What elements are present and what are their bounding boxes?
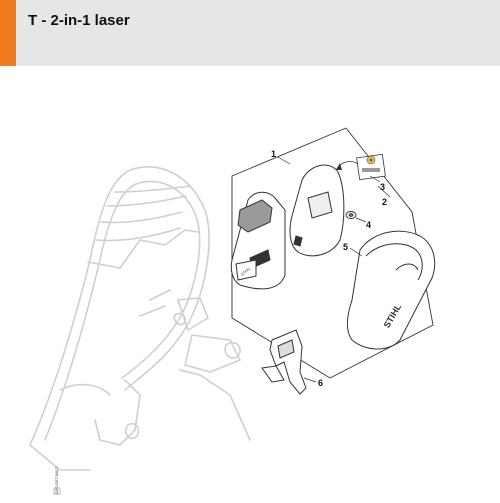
- callout-6: 6: [318, 378, 323, 388]
- laser-side-shell: [289, 164, 345, 257]
- reference-code: 1160-GET-8817: [54, 466, 59, 495]
- laser-label-sticker: [335, 153, 386, 181]
- reference-mark-box: [53, 487, 61, 495]
- exploded-parts-diagram: STIHL STIHL: [29, 127, 436, 495]
- screw: [345, 211, 357, 219]
- callout-3: 3: [380, 182, 385, 192]
- callout-1: 1: [271, 149, 276, 159]
- laser-bracket: [261, 329, 307, 395]
- callout-4: 4: [366, 220, 371, 230]
- kit-outline-box: [231, 127, 434, 379]
- housing-brand-mark: STIHL: [240, 265, 252, 277]
- front-handle-drawing: [29, 166, 251, 471]
- callout-leader-lines: [277, 156, 391, 383]
- page-header: T - 2-in-1 laser: [0, 0, 500, 66]
- laser-cover: STIHL: [347, 230, 436, 350]
- laser-housing-with-switch: STIHL: [230, 191, 286, 290]
- page-title: T - 2-in-1 laser: [28, 12, 130, 29]
- callout-5: 5: [343, 242, 348, 252]
- header-accent-bar: [0, 0, 16, 66]
- callout-2: 2: [382, 197, 387, 207]
